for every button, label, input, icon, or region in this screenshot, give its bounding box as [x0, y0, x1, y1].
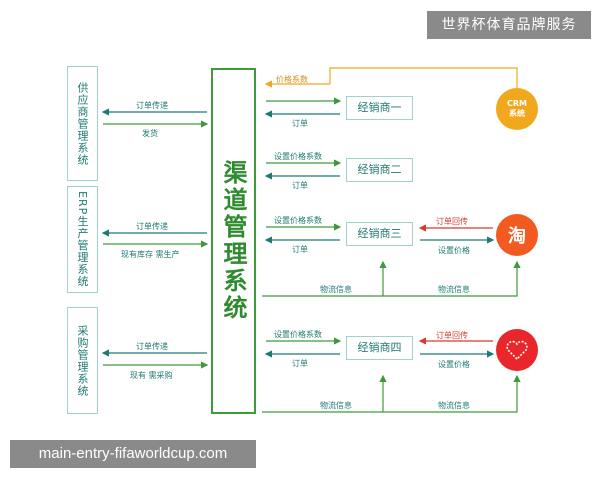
erp-to-label: 订单传递 — [136, 222, 168, 231]
main-system-title: 渠道管理系统 — [219, 160, 247, 322]
store-price-label: 设置价格 — [438, 360, 470, 369]
channel-management-system-box: 渠道管理系统 — [211, 68, 256, 414]
erp-from-label: 现有库存 需生产 — [121, 250, 180, 259]
erp-system-box: ERP生产管理系统 — [67, 186, 98, 293]
dealer-2-out-label: 设置价格系数 — [274, 152, 322, 161]
purchase-system-box: 采购管理系统 — [67, 307, 98, 414]
purchase-to-label: 订单传递 — [136, 342, 168, 351]
arrow-store-logistics — [262, 374, 521, 413]
dealer-2-in-label: 订单 — [292, 181, 308, 190]
supplier-system-box: 供应商管理系统 — [67, 66, 98, 181]
watermark-bottom: main-entry-fifaworldcup.com — [10, 440, 256, 468]
purchase-system-label: 采购管理系统 — [76, 324, 89, 397]
dealer-1-out-label: 价格系数 — [276, 75, 308, 84]
taobao-logistics-label: 物流信息 — [438, 285, 470, 294]
dealer-4-box: 经销商四 — [346, 336, 413, 360]
dealer-3-box: 经销商三 — [346, 222, 413, 246]
dealer-1-in-label: 订单 — [292, 119, 308, 128]
dealer-3-out-label: 设置价格系数 — [274, 216, 322, 225]
dealer-4-in-label: 订单 — [292, 359, 308, 368]
heart-icon — [506, 340, 528, 360]
purchase-from-label: 现有 需采购 — [130, 371, 173, 380]
logistics-label-1: 物流信息 — [320, 285, 352, 294]
erp-system-label: ERP生产管理系统 — [76, 191, 89, 288]
crm-label-line2: 系统 — [509, 109, 525, 118]
taobao-glyph: 淘 — [508, 226, 526, 247]
logistics-label-2: 物流信息 — [320, 401, 352, 410]
crm-label-line1: CRM — [507, 99, 527, 108]
taobao-icon: 淘 — [496, 214, 538, 256]
arrow-crm-to-main — [329, 67, 518, 88]
store-logistics-label: 物流信息 — [438, 401, 470, 410]
taobao-order-label: 订单回传 — [436, 217, 468, 226]
watermark-top: 世界杯体育品牌服务 — [427, 11, 591, 39]
taobao-price-label: 设置价格 — [438, 246, 470, 255]
dealer-4-out-label: 设置价格系数 — [274, 330, 322, 339]
arrow-taobao-logistics — [262, 260, 521, 297]
supplier-system-label: 供应商管理系统 — [76, 81, 89, 166]
store-heart-icon — [496, 329, 538, 371]
supplier-from-label: 发货 — [142, 129, 158, 138]
store-order-label: 订单回传 — [436, 331, 468, 340]
dealer-1-box: 经销商一 — [346, 96, 413, 120]
dealer-2-box: 经销商二 — [346, 158, 413, 182]
dealer-3-in-label: 订单 — [292, 245, 308, 254]
supplier-to-label: 订单传递 — [136, 101, 168, 110]
